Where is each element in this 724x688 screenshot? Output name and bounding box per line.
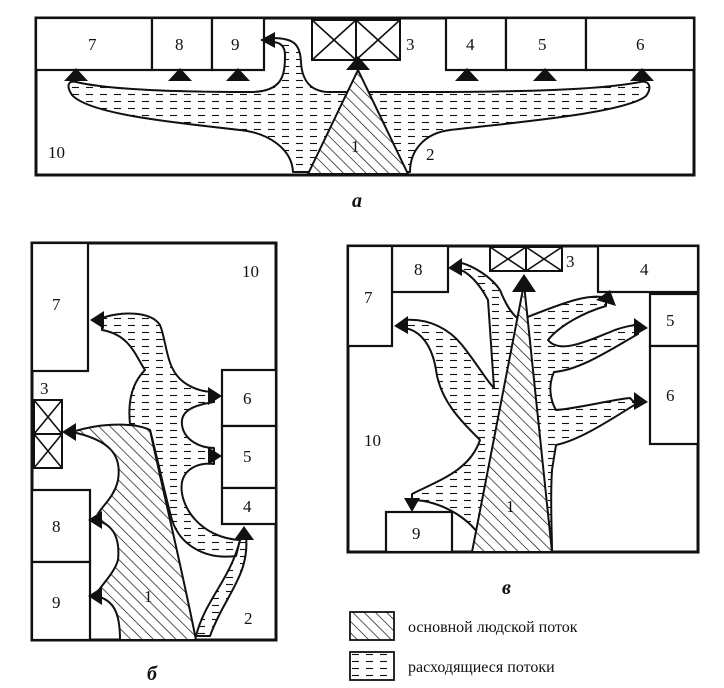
diagram-a-room-8 — [150, 16, 214, 72]
legend-diverging-flow-swatch — [349, 651, 395, 681]
diagram-a-label-main-flow: 1 — [351, 137, 360, 156]
diagram-v-arrows — [394, 258, 648, 512]
diagram-v-room-9 — [384, 510, 454, 554]
diagram-b-room-6 — [220, 368, 278, 428]
diagram-v-caption: в — [502, 577, 511, 599]
diagram-b-room-3-crossed-box — [33, 399, 63, 469]
diagram-v-room-3-crossed-box — [489, 246, 563, 272]
diagram-v-label-room-7: 7 — [364, 288, 373, 307]
diagram-v: 8 3 4 7 5 6 9 1 10 в — [346, 244, 700, 599]
legend-main-flow-swatch — [349, 611, 395, 641]
diagram-a-label-hall: 10 — [48, 143, 65, 162]
diagram-b-room-7 — [30, 241, 90, 373]
diagram-b-arrows — [62, 311, 254, 605]
diagram-b-label-main-flow: 1 — [144, 587, 153, 606]
diagram-b: 7 3 8 9 6 5 4 1 2 10 б — [30, 241, 278, 685]
diagram-v-main-flow — [471, 283, 553, 553]
diagram-a-arrows — [64, 32, 654, 81]
diagram-v-label-main-flow: 1 — [506, 497, 515, 516]
legend-diverging-flow-label: расходящиеся потоки — [408, 659, 555, 676]
diagram-v-label-room-5: 5 — [666, 311, 675, 330]
diagram-b-label-room-9: 9 — [52, 593, 61, 612]
diagram-b-label-entrance: 2 — [244, 609, 253, 628]
legend: основной людской поток расходящиеся пото… — [349, 611, 578, 681]
diagram-b-room-8 — [30, 488, 92, 564]
diagram-v-label-hall: 10 — [364, 431, 381, 450]
diagram-a-label-room-7: 7 — [88, 35, 97, 54]
diagram-b-label-room-4: 4 — [243, 497, 252, 516]
diagram-v-room-6 — [648, 344, 700, 446]
diagram-v-label-room-4: 4 — [640, 260, 649, 279]
diagram-b-label-hall: 10 — [242, 262, 259, 281]
diagram-v-label-room-3: 3 — [566, 252, 575, 271]
diagram-b-label-room-3: 3 — [40, 379, 49, 398]
diagram-a-main-flow — [307, 69, 409, 175]
diagram-a-label-room-3: 3 — [406, 35, 415, 54]
diagram-v-room-4 — [596, 244, 700, 294]
diagram-a-label-room-8: 8 — [175, 35, 184, 54]
diagram-b-label-room-7: 7 — [52, 295, 61, 314]
diagram-b-label-room-8: 8 — [52, 517, 61, 536]
diagram-v-label-room-8: 8 — [414, 260, 423, 279]
diagram-b-main-flow — [71, 423, 197, 641]
legend-main-flow-label: основной людской поток — [408, 619, 578, 636]
diagram-a-room-9 — [210, 16, 266, 72]
diagram-v-label-room-6: 6 — [666, 386, 675, 405]
diagram-a-label-room-5: 5 — [538, 35, 547, 54]
diagram-b-room-4 — [220, 486, 278, 526]
diagram-a-room-5 — [504, 16, 588, 72]
diagram-a-room-4 — [444, 16, 508, 72]
diagram-a-label-room-9: 9 — [231, 35, 240, 54]
diagram-b-label-room-6: 6 — [243, 389, 252, 408]
diagram-v-label-room-9: 9 — [412, 524, 421, 543]
diagram-a: 7 8 9 3 4 5 6 1 2 10 а — [34, 16, 696, 212]
diagram-b-label-room-5: 5 — [243, 447, 252, 466]
diagram-a-label-room-4: 4 — [466, 35, 475, 54]
diagram-b-caption: б — [147, 663, 158, 685]
diagram-a-room-6 — [584, 16, 696, 72]
diagram-v-room-7 — [346, 244, 394, 348]
diagram-a-label-entrance: 2 — [426, 145, 435, 164]
diagram-a-room-7 — [34, 16, 154, 72]
diagram-a-room-3-crossed-box — [311, 19, 401, 61]
diagram-b-room-9 — [30, 560, 92, 642]
diagram-a-caption: а — [352, 190, 362, 212]
diagram-a-label-room-6: 6 — [636, 35, 645, 54]
